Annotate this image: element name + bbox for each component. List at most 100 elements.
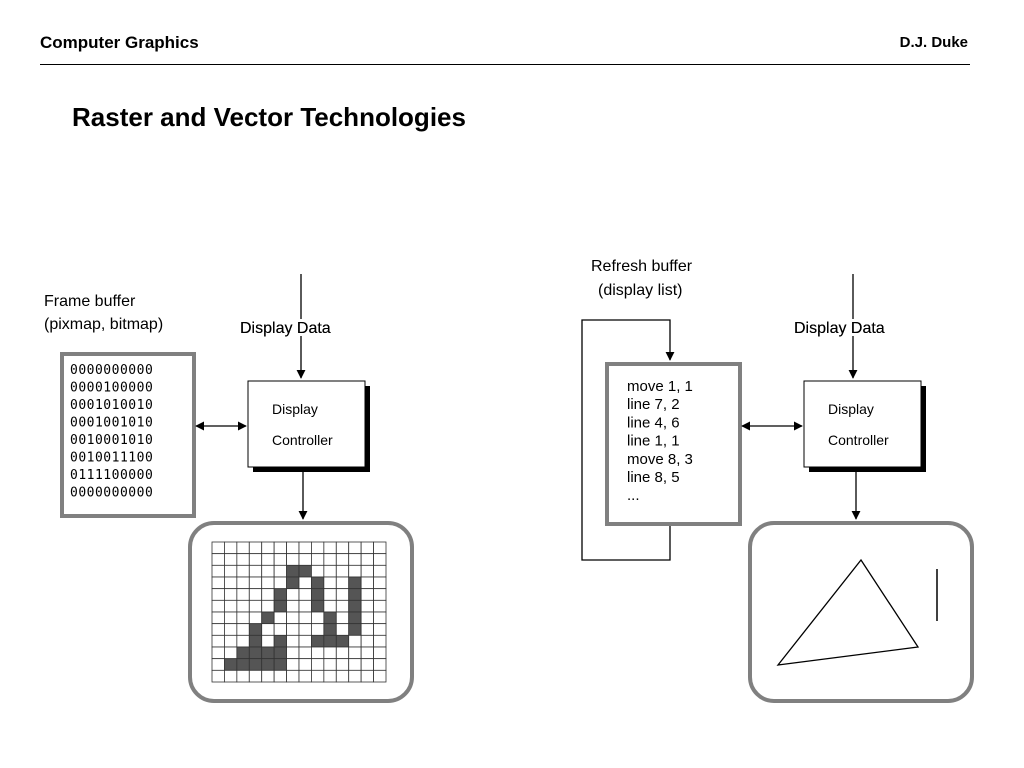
display-list-command: ...: [627, 487, 640, 504]
pixel-on: [236, 646, 250, 660]
pixel-off: [248, 564, 263, 578]
pixel-on: [286, 576, 300, 590]
pixel-off: [373, 564, 387, 578]
pixel-off: [248, 611, 263, 625]
pixel-off: [373, 623, 387, 636]
pixel-off: [236, 576, 250, 590]
pixel-off: [261, 564, 275, 578]
pixel-off: [286, 669, 300, 683]
pixel-off: [298, 646, 312, 660]
pixel-off: [224, 599, 238, 613]
pixel-off: [323, 541, 337, 555]
pixel-off: [261, 623, 275, 636]
pixel-off: [211, 646, 225, 660]
pixel-off: [335, 541, 350, 555]
pixel-off: [211, 658, 225, 671]
pixel-off: [286, 588, 300, 601]
pixel-off: [311, 553, 325, 566]
frame-buffer-label-line1: Frame buffer: [44, 293, 136, 310]
pixel-off: [360, 553, 374, 566]
bitmap-row: 0010001010: [70, 433, 153, 448]
pixel-off: [286, 599, 300, 613]
pixel-off: [335, 658, 350, 671]
pixel-off: [311, 646, 325, 660]
pixel-off: [211, 588, 225, 601]
pixel-on: [248, 646, 263, 660]
pixel-off: [323, 669, 337, 683]
pixel-off: [286, 646, 300, 660]
bitmap-row: 0001010010: [70, 398, 153, 413]
pixel-off: [286, 553, 300, 566]
pixel-off: [373, 611, 387, 625]
pixel-off: [211, 611, 225, 625]
pixel-off: [261, 634, 275, 648]
pixel-off: [335, 646, 350, 660]
pixel-off: [261, 553, 275, 566]
pixel-off: [261, 669, 275, 683]
display-data-label-vector-bg: Display Data: [794, 320, 885, 337]
vector-screen: [748, 521, 974, 703]
pixel-off: [373, 658, 387, 671]
pixel-off: [211, 576, 225, 590]
pixel-off: [211, 553, 225, 566]
pixel-on: [261, 611, 275, 625]
pixel-off: [373, 634, 387, 648]
pixel-off: [224, 588, 238, 601]
pixel-off: [323, 646, 337, 660]
pixel-off: [311, 541, 325, 555]
pixel-off: [236, 623, 250, 636]
pixel-off: [311, 658, 325, 671]
pixel-off: [224, 611, 238, 625]
pixel-off: [248, 588, 263, 601]
refresh-buffer-label-line1: Refresh buffer: [591, 258, 693, 275]
pixel-off: [348, 541, 362, 555]
bitmap-row: 0001001010: [70, 416, 153, 431]
pixel-off: [373, 646, 387, 660]
pixel-off: [248, 669, 263, 683]
pixel-off: [298, 541, 312, 555]
pixel-off: [224, 669, 238, 683]
pixel-off: [335, 588, 350, 601]
pixel-off: [360, 541, 374, 555]
pixel-off: [298, 588, 312, 601]
pixel-off: [261, 576, 275, 590]
bitmap-row: 0111100000: [70, 468, 153, 483]
pixel-off: [360, 646, 374, 660]
pixel-off: [236, 541, 250, 555]
display-list-command: line 4, 6: [627, 414, 680, 431]
pixel-on: [311, 588, 325, 601]
pixel-off: [224, 646, 238, 660]
controller-label-vector-line1: Display: [828, 401, 874, 417]
pixel-off: [360, 611, 374, 625]
pixel-off: [286, 658, 300, 671]
pixel-on: [273, 634, 287, 648]
frame-buffer-label-line2: (pixmap, bitmap): [44, 316, 163, 333]
pixel-off: [211, 669, 225, 683]
pixel-off: [224, 623, 238, 636]
pixel-off: [273, 576, 287, 590]
pixel-off: [360, 564, 374, 578]
pixel-off: [286, 634, 300, 648]
pixel-on: [348, 623, 362, 636]
pixel-off: [360, 669, 374, 683]
pixel-off: [360, 623, 374, 636]
pixel-off: [224, 541, 238, 555]
pixel-on: [298, 564, 312, 578]
pixel-on: [335, 634, 350, 648]
pixel-off: [323, 658, 337, 671]
pixel-off: [298, 611, 312, 625]
pixel-off: [236, 599, 250, 613]
pixel-off: [373, 599, 387, 613]
bitmap-row: 0000100000: [70, 381, 153, 396]
pixel-off: [298, 623, 312, 636]
pixel-off: [335, 553, 350, 566]
pixel-off: [298, 553, 312, 566]
pixel-on: [261, 658, 275, 671]
pixel-on: [248, 623, 263, 636]
pixel-off: [311, 611, 325, 625]
bitmap-row: 0010011100: [70, 451, 153, 466]
pixel-off: [360, 576, 374, 590]
pixel-off: [224, 634, 238, 648]
